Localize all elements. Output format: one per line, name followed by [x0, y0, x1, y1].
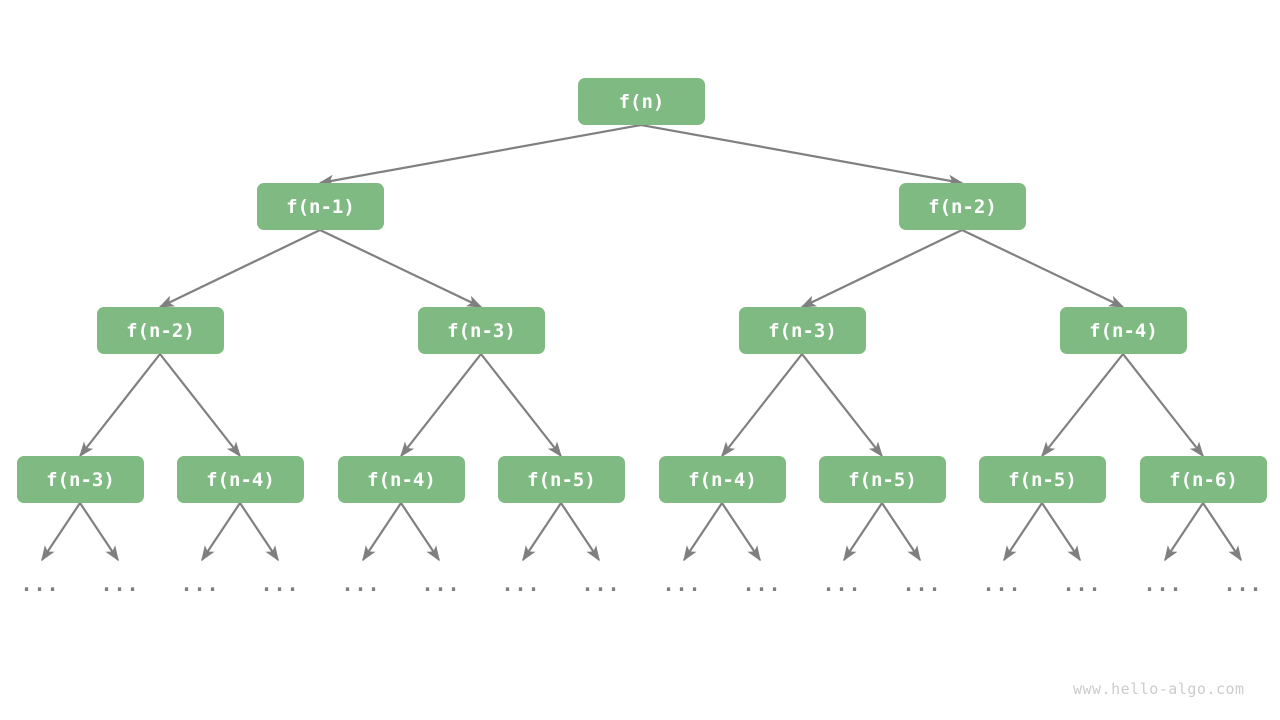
ellipsis-marker-11: ... [822, 572, 862, 596]
ellipsis-marker-1: ... [20, 572, 60, 596]
tree-edge [881, 502, 921, 562]
ellipsis-marker-7: ... [501, 572, 541, 596]
tree-node-level-4-2: f(n-4) [177, 456, 304, 503]
tree-edge [1041, 502, 1081, 562]
tree-node-level-4-5: f(n-4) [659, 456, 786, 503]
tree-edge [201, 502, 241, 562]
tree-edge [319, 229, 483, 308]
tree-node-label: f(n) [618, 90, 665, 113]
tree-edge [1041, 353, 1124, 458]
tree-node-level-2-2: f(n-2) [899, 183, 1026, 230]
tree-node-level-3-4: f(n-4) [1060, 307, 1187, 354]
tree-node-label: f(n-5) [527, 468, 596, 491]
tree-node-level-2-1: f(n-1) [257, 183, 384, 230]
tree-edge [79, 353, 161, 458]
ellipsis-marker-16: ... [1223, 572, 1263, 596]
watermark: www.hello-algo.com [1073, 680, 1245, 698]
tree-node-label: f(n-4) [1089, 319, 1158, 342]
tree-node-label: f(n-5) [1008, 468, 1077, 491]
tree-node-level-4-3: f(n-4) [338, 456, 465, 503]
tree-edge [1202, 502, 1242, 562]
ellipsis-marker-15: ... [1143, 572, 1183, 596]
tree-node-level-3-2: f(n-3) [418, 307, 545, 354]
tree-node-level-1-1: f(n) [578, 78, 705, 125]
tree-edge [362, 502, 402, 562]
tree-node-level-4-8: f(n-6) [1140, 456, 1267, 503]
tree-node-label: f(n-4) [367, 468, 436, 491]
tree-node-level-4-4: f(n-5) [498, 456, 625, 503]
tree-edge [158, 229, 321, 308]
tree-edge [400, 502, 440, 562]
tree-node-label: f(n-2) [928, 195, 997, 218]
ellipsis-marker-12: ... [902, 572, 942, 596]
tree-edge [843, 502, 883, 562]
tree-node-level-4-1: f(n-3) [17, 456, 144, 503]
tree-node-label: f(n-3) [447, 319, 516, 342]
tree-node-label: f(n-3) [768, 319, 837, 342]
ellipsis-marker-3: ... [180, 572, 220, 596]
tree-edge [721, 502, 761, 562]
tree-node-label: f(n-5) [848, 468, 917, 491]
ellipsis-marker-14: ... [1062, 572, 1102, 596]
tree-edge [1164, 502, 1204, 562]
tree-node-label: f(n-6) [1169, 468, 1238, 491]
ellipsis-marker-2: ... [100, 572, 140, 596]
tree-node-level-4-7: f(n-5) [979, 456, 1106, 503]
tree-edge [480, 353, 562, 458]
ellipsis-marker-4: ... [260, 572, 300, 596]
tree-edge [318, 123, 642, 187]
tree-node-label: f(n-4) [688, 468, 757, 491]
tree-node-level-3-3: f(n-3) [739, 307, 866, 354]
tree-edge [522, 502, 562, 562]
tree-edge [721, 353, 803, 458]
tree-edge [683, 502, 723, 562]
tree-edge [640, 123, 964, 187]
tree-edge [801, 353, 883, 458]
tree-edge [800, 229, 963, 308]
ellipsis-marker-8: ... [581, 572, 621, 596]
tree-edge [159, 353, 241, 458]
ellipsis-marker-9: ... [662, 572, 702, 596]
tree-node-label: f(n-2) [126, 319, 195, 342]
tree-node-label: f(n-3) [46, 468, 115, 491]
tree-edge [1122, 353, 1204, 458]
ellipsis-marker-13: ... [982, 572, 1022, 596]
ellipsis-marker-10: ... [742, 572, 782, 596]
ellipsis-marker-6: ... [421, 572, 461, 596]
ellipsis-marker-5: ... [341, 572, 381, 596]
tree-node-level-4-6: f(n-5) [819, 456, 946, 503]
tree-edge [79, 502, 119, 562]
tree-edge [400, 353, 482, 458]
tree-edge [1003, 502, 1043, 562]
tree-node-label: f(n-4) [206, 468, 275, 491]
tree-node-level-3-1: f(n-2) [97, 307, 224, 354]
tree-edge [41, 502, 81, 562]
tree-node-label: f(n-1) [286, 195, 355, 218]
tree-edge [961, 229, 1125, 308]
tree-edge [560, 502, 600, 562]
tree-edge [239, 502, 279, 562]
